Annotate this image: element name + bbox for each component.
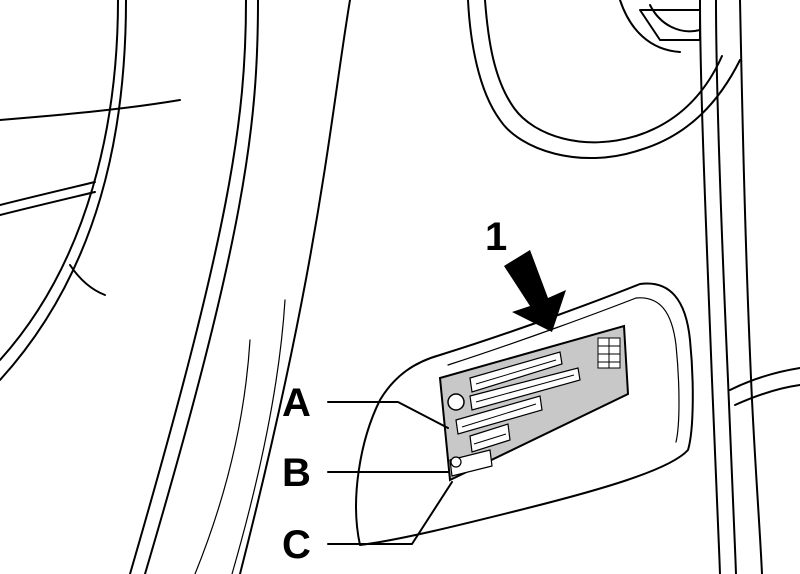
callout-label-1: 1 <box>485 215 507 259</box>
callout-label-c: C <box>282 523 311 567</box>
callout-arrow-1 <box>504 250 566 332</box>
label-text-box-4 <box>469 423 511 453</box>
leader-line-c <box>327 481 453 545</box>
vehicle-data-label <box>438 324 630 482</box>
callout-label-b: B <box>282 451 311 495</box>
label-text-stripes <box>461 359 575 445</box>
label-side-table <box>597 337 621 369</box>
label-text-box-5 <box>449 449 493 477</box>
label-recess-inner-outline <box>447 297 680 443</box>
label-logo-circle <box>447 393 465 411</box>
label-small-circle <box>450 456 462 468</box>
callout-label-a: A <box>282 381 311 425</box>
label-recess-outline <box>355 282 694 546</box>
leader-line-a <box>327 401 449 429</box>
